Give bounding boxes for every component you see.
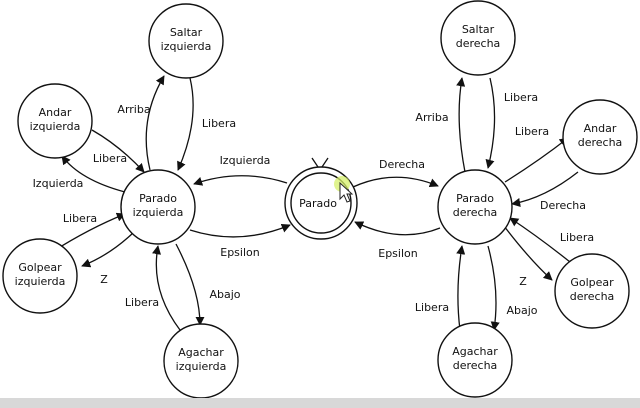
edge-agachar-izq-to-parado-izq <box>152 245 181 331</box>
edge-label-libera-andar-right: Libera <box>515 125 549 138</box>
edge-label-derecha-center: Derecha <box>379 158 425 171</box>
state-golpear-derecha: Golpear derecha <box>554 253 630 329</box>
edge-golpear-der-to-parado-der <box>509 217 571 263</box>
edge-label-izquierda-andar: Izquierda <box>33 177 84 190</box>
edge-parado-der-to-andar-der <box>504 137 569 183</box>
edge-label-z-left: Z <box>100 273 108 286</box>
edge-label-libera-agachar-right: Libera <box>415 301 449 314</box>
edge-label-epsilon-left: Epsilon <box>220 246 260 259</box>
state-saltar-izquierda: Saltar izquierda <box>148 3 224 79</box>
edge-parado-to-parado-izquierda <box>193 175 288 186</box>
state-label-line2: derecha <box>578 136 623 149</box>
edge-label-libera-saltar-right: Libera <box>504 91 538 104</box>
edge-label-abajo-right: Abajo <box>506 304 537 317</box>
state-label-line2: derecha <box>456 37 501 50</box>
state-label-line1: Saltar <box>462 23 495 36</box>
state-label-line2: derecha <box>570 290 615 303</box>
state-label-line2: derecha <box>453 206 498 219</box>
edge-parado-izquierda-to-parado <box>189 223 291 238</box>
edge-label-libera-agachar-left: Libera <box>125 296 159 309</box>
state-parado-derecha: Parado derecha <box>437 169 513 245</box>
edge-parado-der-to-agachar-der <box>487 245 500 331</box>
state-parado-center-label: Parado <box>299 197 337 210</box>
edge-label-libera-saltar-left: Libera <box>202 117 236 130</box>
bottom-toolbar-strip <box>0 398 640 408</box>
state-label-line1: Agachar <box>452 345 498 358</box>
edge-label-libera-golpear-right: Libera <box>560 231 594 244</box>
state-label-line1: Agachar <box>178 346 224 359</box>
state-label-line2: derecha <box>453 359 498 372</box>
state-label-line2: izquierda <box>30 120 81 133</box>
state-label-line1: Andar <box>584 122 617 135</box>
state-label-line1: Parado <box>456 192 494 205</box>
edge-parado-der-to-golpear-der <box>503 225 553 281</box>
edge-parado-izq-to-agachar-izq <box>175 243 205 326</box>
edge-saltar-der-to-parado-der <box>485 77 496 169</box>
mouse-cursor-icon <box>334 176 354 203</box>
state-label-line2: izquierda <box>15 275 66 288</box>
edge-parado-derecha-to-parado <box>354 221 441 236</box>
edge-agachar-der-to-parado-der <box>456 245 466 331</box>
edge-label-libera-andar-left: Libera <box>93 152 127 165</box>
edge-label-epsilon-right: Epsilon <box>378 247 418 260</box>
edge-label-abajo-left: Abajo <box>209 288 240 301</box>
state-golpear-izquierda: Golpear izquierda <box>2 238 78 314</box>
edge-parado-izq-to-andar-izq <box>61 155 126 193</box>
state-label-line1: Andar <box>39 106 72 119</box>
edge-parado-der-to-saltar-der <box>456 77 466 173</box>
edge-parado-izq-to-golpear-izq <box>81 231 135 268</box>
edge-saltar-izq-to-parado-izq <box>177 77 194 171</box>
state-label-line2: izquierda <box>161 40 212 53</box>
edge-parado-to-parado-derecha <box>352 176 439 188</box>
edge-label-arriba-right: Arriba <box>415 111 448 124</box>
state-label-line1: Golpear <box>18 261 62 274</box>
state-agachar-izquierda: Agachar izquierda <box>163 323 239 399</box>
edge-label-izquierda-center: Izquierda <box>220 154 271 167</box>
state-saltar-derecha: Saltar derecha <box>440 0 516 76</box>
edge-parado-izq-to-saltar-izq <box>145 75 165 171</box>
state-agachar-derecha: Agachar derecha <box>437 322 513 398</box>
state-label-line1: Golpear <box>570 276 614 289</box>
state-andar-derecha: Andar derecha <box>562 99 638 175</box>
edge-andar-izq-to-parado-izq <box>91 129 145 173</box>
edge-label-libera-golpear-left: Libera <box>63 212 97 225</box>
state-label-line1: Saltar <box>170 26 203 39</box>
state-andar-izquierda: Andar izquierda <box>17 83 93 159</box>
edge-label-z-right: Z <box>519 275 527 288</box>
edge-andar-der-to-parado-der <box>511 171 579 208</box>
state-label-line2: izquierda <box>176 360 227 373</box>
state-parado-izquierda: Parado izquierda <box>120 169 196 245</box>
edge-label-derecha-andar: Derecha <box>540 199 586 212</box>
state-label-line1: Parado <box>139 192 177 205</box>
edge-label-arriba-left: Arriba <box>117 103 150 116</box>
state-label-line2: izquierda <box>133 206 184 219</box>
